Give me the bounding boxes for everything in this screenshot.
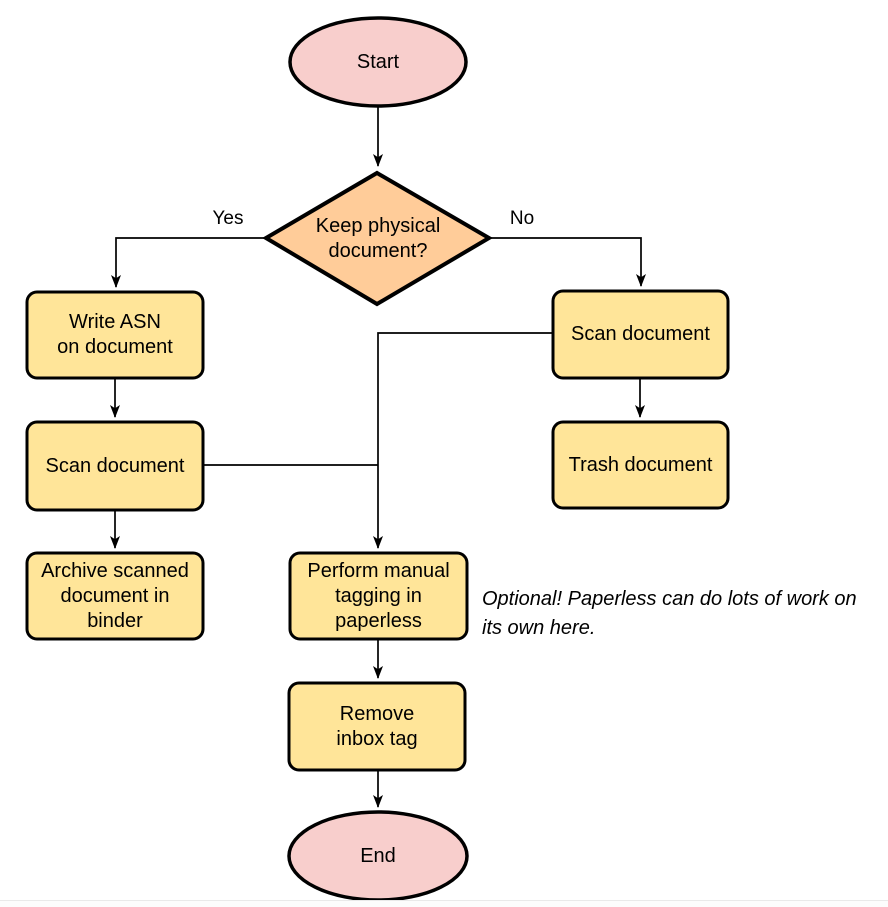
perform-tagging-node-shape xyxy=(288,551,469,641)
page-footer-area xyxy=(0,901,888,907)
remove-inbox-node-shape xyxy=(287,681,467,772)
start-node-shape xyxy=(288,16,468,108)
archive-node-shape xyxy=(25,551,205,641)
decision-node-shape xyxy=(262,170,493,307)
scan-left-node-shape xyxy=(25,420,205,512)
scan-right-node-shape xyxy=(551,289,730,380)
edge-decision-no-to-scan-right xyxy=(489,237,646,287)
page-divider-line xyxy=(0,900,888,901)
write-asn-node-shape xyxy=(25,290,205,380)
edge-scan-right-to-tagging xyxy=(373,332,553,549)
trash-node-shape xyxy=(551,420,730,510)
edge-decision-yes-to-write-asn xyxy=(111,237,266,288)
end-node-shape xyxy=(287,810,469,902)
